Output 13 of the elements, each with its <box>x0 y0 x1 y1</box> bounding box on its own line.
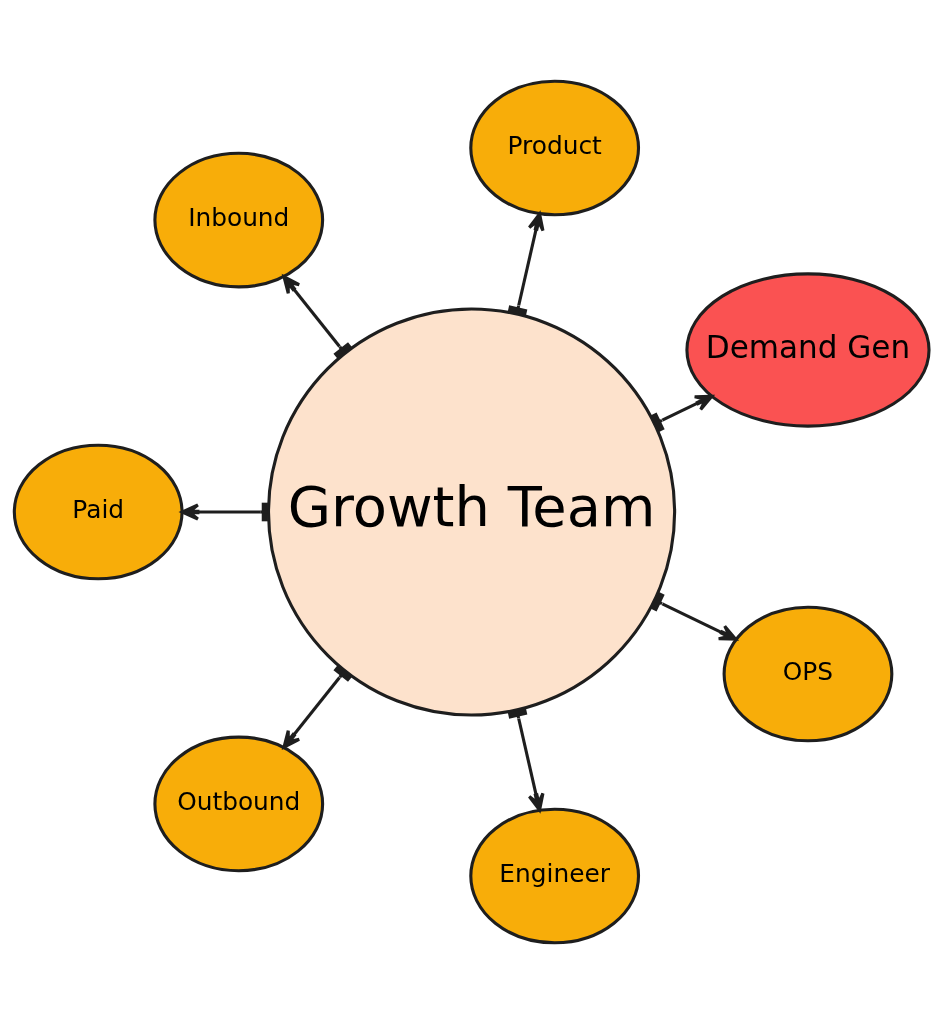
node-ellipse: Paid <box>12 443 184 581</box>
arrow <box>282 665 352 749</box>
arrow <box>282 275 352 359</box>
node-ellipse: Product <box>469 79 641 217</box>
node-ellipse: OPS <box>722 605 894 743</box>
node-ellipse: Demand Gen <box>685 272 931 428</box>
arrow <box>507 212 545 316</box>
node-ellipse: Outbound <box>153 735 325 873</box>
arrow <box>651 394 714 433</box>
node-ellipse: Inbound <box>153 151 325 289</box>
node-ellipse: Engineer <box>469 807 641 945</box>
arrow <box>507 708 545 812</box>
arrow <box>651 591 738 641</box>
